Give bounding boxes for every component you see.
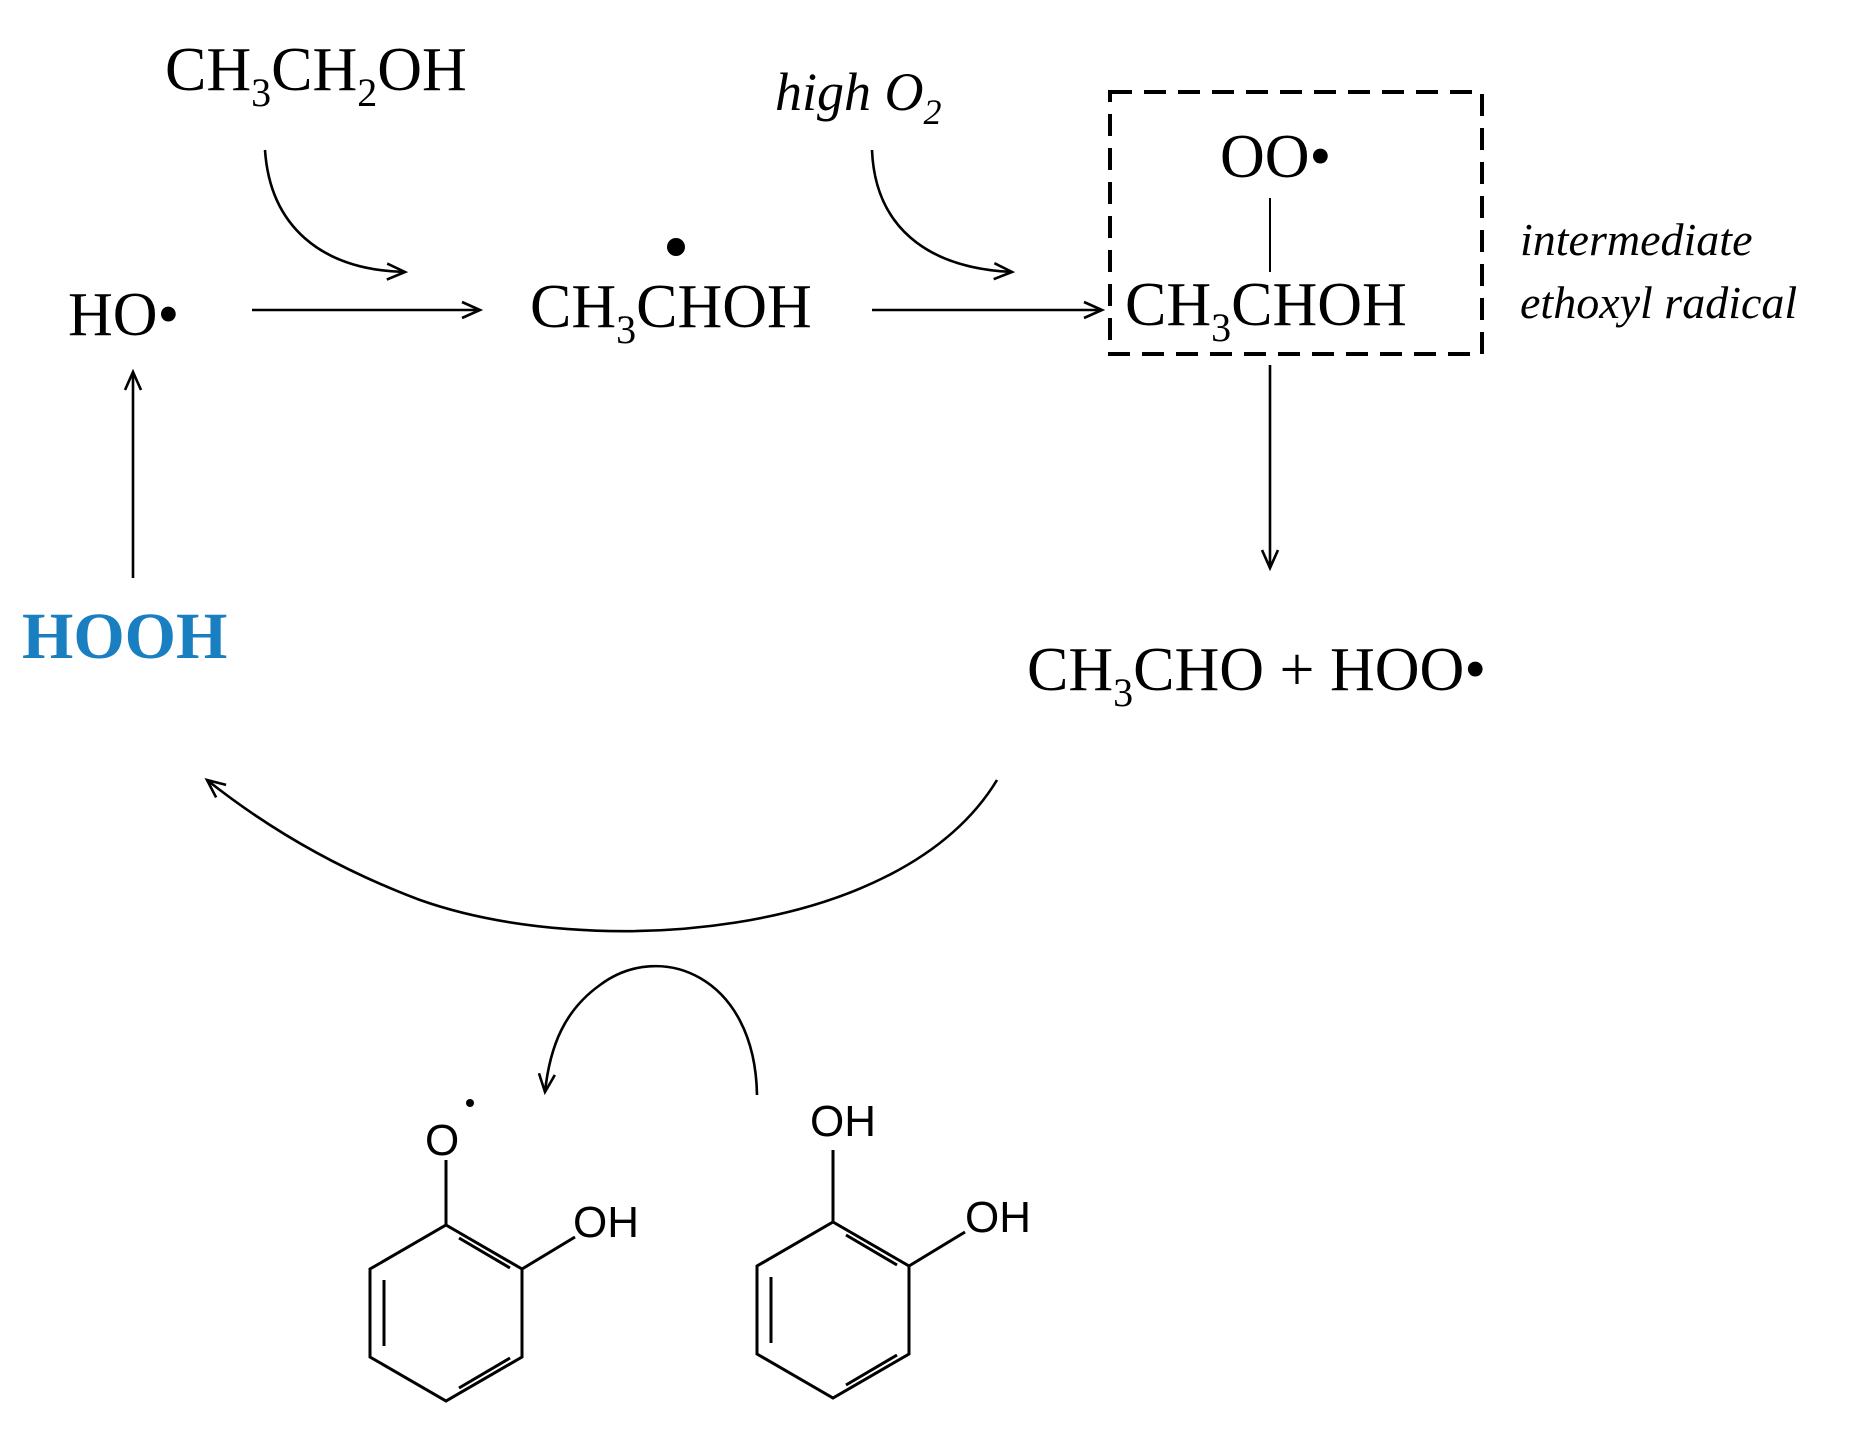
hydroxyethyl-radical-formula: CH3CHOH	[530, 273, 812, 352]
catechol-structure: OH OH	[755, 1097, 1031, 1400]
intermediate-label-line1: intermediate	[1520, 214, 1753, 265]
peroxyl-top-label: OO•	[1220, 123, 1331, 191]
semiquinone-oxygen-label: O	[425, 1116, 459, 1165]
intermediate-label-line2: ethoxyl radical	[1520, 277, 1797, 328]
ethanol-formula: CH3CH2OH	[165, 36, 467, 115]
semiquinone-radical-dot	[466, 1099, 474, 1107]
radical-dot	[667, 238, 685, 256]
intermediate-dashed-box	[1108, 90, 1484, 356]
catechol-top-hydroxyl-label: OH	[810, 1097, 876, 1146]
hydrogen-peroxide-label: HOOH	[22, 600, 227, 673]
semiquinone-hydroxyl-label: OH	[573, 1198, 639, 1247]
products-formula: CH3CHO + HOO•	[1027, 636, 1486, 715]
peroxyl-base-formula: CH3CHOH	[1125, 271, 1407, 350]
hydroxyl-radical-label: HO•	[68, 281, 179, 349]
catechol-side-hydroxyl-label: OH	[965, 1193, 1031, 1242]
high-oxygen-label: high O2	[775, 62, 942, 132]
oxidation-curved-arrow	[537, 964, 759, 1096]
ethanol-curved-arrow	[263, 149, 409, 281]
recycle-curved-arrow	[204, 778, 999, 933]
oxygen-curved-arrow	[870, 149, 1016, 281]
semiquinone-radical-structure: O OH	[368, 1099, 639, 1403]
